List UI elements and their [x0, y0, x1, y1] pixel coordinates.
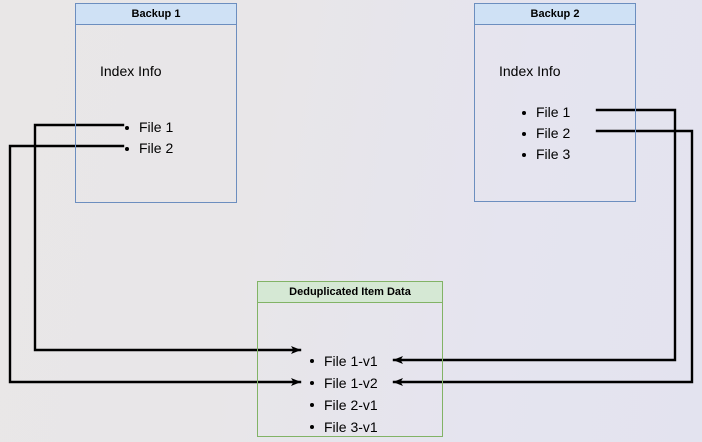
- node-backup-2-body: Index Info File 1 File 2 File 3: [475, 25, 635, 201]
- backup-2-file-list: File 1 File 2 File 3: [520, 102, 570, 165]
- list-item[interactable]: File 1: [520, 102, 570, 123]
- backup-2-index-info-label: Index Info: [499, 63, 561, 79]
- list-item[interactable]: File 1-v1: [308, 350, 378, 372]
- node-backup-1-header: Backup 1: [76, 4, 236, 25]
- list-item[interactable]: File 2-v1: [308, 394, 378, 416]
- node-deduplicated-item-data[interactable]: Deduplicated Item Data File 1-v1 File 1-…: [257, 281, 443, 437]
- list-item[interactable]: File 1-v2: [308, 372, 378, 394]
- backup-1-index-info-label: Index Info: [100, 63, 162, 79]
- list-item[interactable]: File 2: [520, 123, 570, 144]
- node-deduplicated-item-data-body: File 1-v1 File 1-v2 File 2-v1 File 3-v1: [258, 303, 442, 436]
- list-item[interactable]: File 2: [123, 138, 173, 159]
- list-item[interactable]: File 3: [520, 144, 570, 165]
- node-backup-1[interactable]: Backup 1 Index Info File 1 File 2: [75, 3, 237, 203]
- dedup-file-list: File 1-v1 File 1-v2 File 2-v1 File 3-v1: [308, 350, 378, 438]
- node-deduplicated-item-data-header: Deduplicated Item Data: [258, 282, 442, 303]
- list-item[interactable]: File 1: [123, 117, 173, 138]
- backup-1-file-list: File 1 File 2: [123, 117, 173, 159]
- node-backup-2-header: Backup 2: [475, 4, 635, 25]
- node-backup-2[interactable]: Backup 2 Index Info File 1 File 2 File 3: [474, 3, 636, 202]
- node-backup-1-body: Index Info File 1 File 2: [76, 25, 236, 202]
- list-item[interactable]: File 3-v1: [308, 416, 378, 438]
